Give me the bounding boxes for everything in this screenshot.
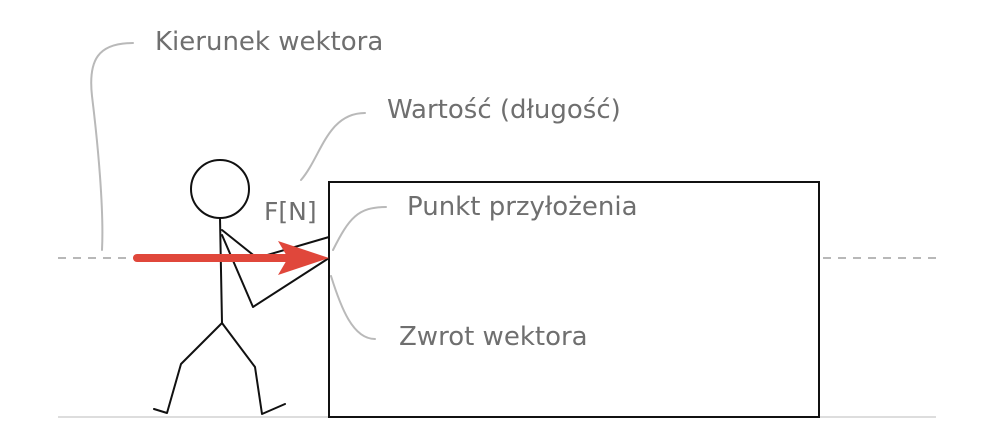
- sense-label: Zwrot wektora: [399, 322, 588, 352]
- box-rectangle: [328, 181, 820, 418]
- stick-figure-icon: [153, 159, 330, 415]
- force-unit-label: F[N]: [264, 197, 317, 226]
- application-point-leader: [332, 206, 387, 251]
- direction-leader: [90, 42, 134, 251]
- leader-lines: [90, 42, 387, 340]
- application-point-label: Punkt przyłożenia: [407, 192, 638, 222]
- force-arrow-icon: [133, 241, 329, 275]
- magnitude-leader: [300, 112, 366, 181]
- direction-label: Kierunek wektora: [155, 27, 384, 57]
- sense-leader: [330, 275, 376, 340]
- magnitude-label: Wartość (długość): [387, 95, 621, 125]
